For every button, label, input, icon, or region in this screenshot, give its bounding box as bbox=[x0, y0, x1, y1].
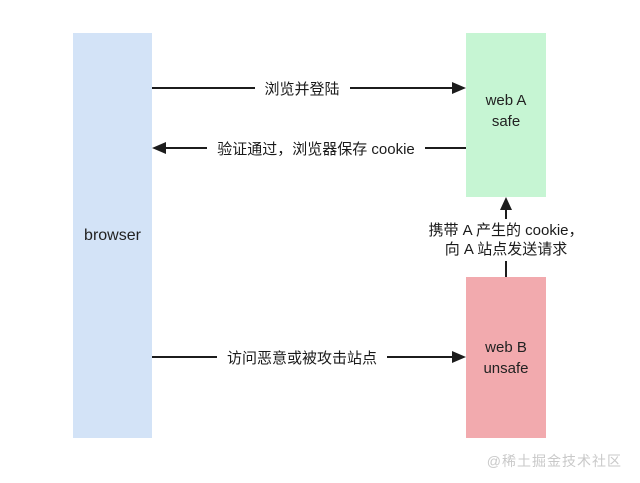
arrow-carry-cookie-label-line2: 向 A 站点发送请求 bbox=[444, 241, 568, 258]
web-b-label: web B unsafe bbox=[483, 337, 528, 379]
web-a-label: web A safe bbox=[486, 90, 527, 132]
arrow-visit-malicious-label: 访问恶意或被攻击站点 bbox=[227, 349, 378, 367]
browser-label: browser bbox=[84, 227, 141, 244]
web-a-label-line1: web A bbox=[485, 92, 527, 109]
arrow-carry-cookie: 携带 A 产生的 cookie， 向 A 站点发送请求 bbox=[406, 197, 606, 277]
watermark: @稀土掘金技术社区 bbox=[486, 453, 622, 469]
arrow-carry-cookie-label-line1: 携带 A 产生的 cookie， bbox=[428, 222, 584, 239]
arrow-line bbox=[387, 356, 453, 358]
arrowhead-left-icon bbox=[152, 142, 166, 154]
arrow-visit-malicious: 访问恶意或被攻击站点 bbox=[152, 348, 467, 367]
arrowhead-up-icon bbox=[500, 197, 512, 210]
arrow-line bbox=[152, 356, 217, 358]
arrowhead-right-icon bbox=[452, 82, 467, 94]
arrowhead-right-icon bbox=[452, 351, 467, 363]
web-a-label-line2: safe bbox=[491, 113, 521, 130]
arrow-verify-cookie-label: 验证通过，浏览器保存 cookie bbox=[217, 140, 415, 158]
arrow-line bbox=[505, 210, 507, 219]
arrow-line bbox=[424, 147, 466, 149]
arrow-line bbox=[505, 261, 507, 277]
web-b-label-line2: unsafe bbox=[483, 359, 529, 377]
arrow-browse-login-label: 浏览并登陆 bbox=[264, 80, 340, 98]
arrow-line bbox=[152, 87, 255, 89]
arrow-verify-cookie: 验证通过，浏览器保存 cookie bbox=[152, 139, 466, 158]
arrow-carry-cookie-label: 携带 A 产生的 cookie， 向 A 站点发送请求 bbox=[428, 221, 583, 259]
node-web-a-safe: web A safe bbox=[466, 33, 546, 197]
node-web-b-unsafe: web B unsafe bbox=[466, 277, 546, 438]
arrow-line bbox=[349, 87, 453, 89]
web-b-label-line1: web B bbox=[485, 338, 527, 356]
arrow-line bbox=[166, 147, 208, 149]
node-browser: browser bbox=[73, 33, 152, 438]
arrow-browse-login: 浏览并登陆 bbox=[152, 79, 467, 98]
